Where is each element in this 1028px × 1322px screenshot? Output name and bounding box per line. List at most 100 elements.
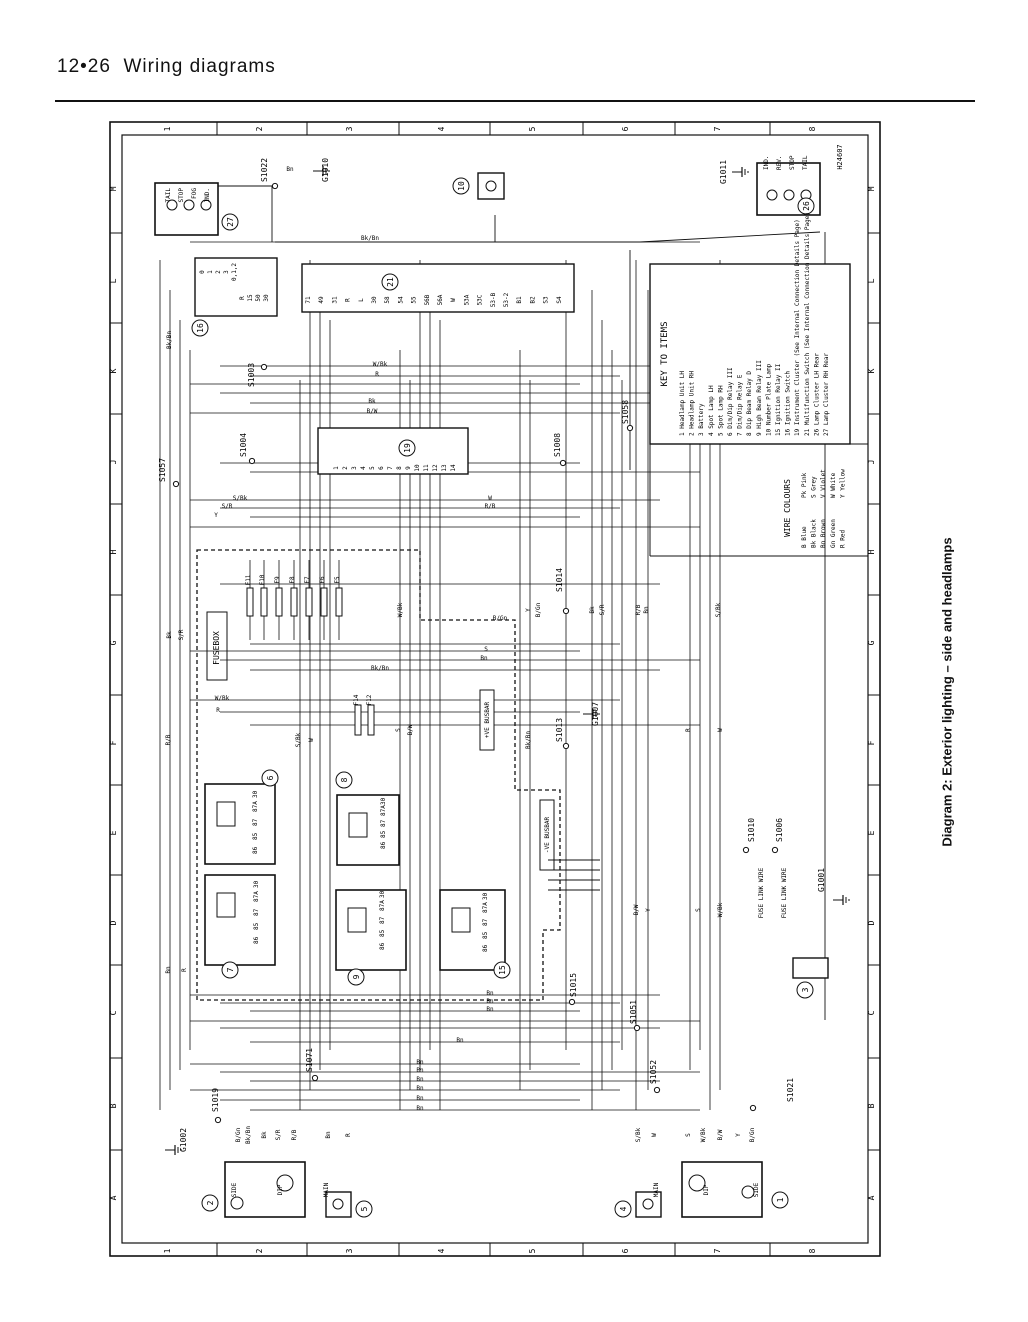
relay-15-pin-86: 86 (482, 944, 489, 952)
splice-label-S1015: S1015 (569, 973, 578, 997)
positive-busbar-label: +VE BUSBAR (484, 702, 491, 739)
wire-colour-tag-v-31: R (345, 1133, 352, 1137)
item-circle-4 (614, 1200, 632, 1218)
wire-colour-left-0: B Blue (801, 526, 808, 548)
wire-colour-tag-v-20: W (717, 728, 724, 732)
mfs-pin-18: S3 (543, 296, 550, 304)
wire-colour-tag-v-15: S/R (599, 604, 606, 615)
grid-col-top-4: 4 (437, 126, 446, 131)
grid-row-left-K: K (109, 368, 118, 373)
wire-colour-tag-v-21: S (695, 908, 702, 912)
negative-busbar-label: -VE BUSBAR (544, 817, 551, 854)
ignition-switch-label-4: 0,1,2 (231, 263, 238, 281)
grid-row-left-D: D (109, 920, 118, 925)
ignition-switch-label-6: 15 (247, 294, 254, 302)
cluster-pin-3: 4 (360, 466, 367, 470)
grid-col-bottom-1: 1 (163, 1248, 172, 1253)
wire-colours-title: WIRE COLOURS (783, 479, 792, 537)
cluster-pin-9: 10 (414, 464, 421, 472)
grid-row-right-L: L (867, 278, 876, 283)
mfs-pin-2: 31 (331, 296, 338, 304)
wire-colour-tag-4: Bk (368, 398, 376, 405)
relay-6-pin-85: 85 (252, 832, 259, 840)
splice-label-S1057: S1057 (158, 458, 167, 482)
wire-colour-tag-bn-4: Bn (416, 1095, 424, 1102)
item-number-4: 4 (619, 1206, 628, 1211)
item-circle-2 (201, 1194, 219, 1212)
grid-col-top-1: 1 (163, 126, 172, 131)
item-circle-6 (261, 769, 279, 787)
relay-6-pin-86: 86 (252, 846, 259, 854)
splice-label-S1071: S1071 (305, 1048, 314, 1072)
grid-row-left-A: A (109, 1195, 118, 1200)
item-circle-15 (493, 961, 511, 979)
wire-colour-tag-v-35: W/Bk (700, 1127, 707, 1142)
wire-colour-tag-2: W/Bk (373, 361, 388, 368)
item-number-1: 1 (776, 1197, 785, 1202)
fuse-label-F12: F12 (366, 694, 373, 705)
ground-label-G1010: G1010 (321, 158, 330, 182)
item-number-5: 5 (360, 1206, 369, 1211)
wire-colour-tag-v-14: Bk (589, 606, 596, 614)
fuse-label-F5: F5 (334, 576, 341, 584)
item-number-27: 27 (226, 217, 235, 227)
relay-15-pin-30: 30 (482, 892, 489, 900)
key-item-15: 27 Lamp Cluster RH Rear (823, 353, 830, 436)
wire-colour-tag-bn-6: Bn (486, 990, 494, 997)
wire-colour-tag-v-30: Bn (325, 1131, 332, 1139)
wire-colour-tag-bn-5: Bn (416, 1105, 424, 1112)
wire-colour-tag-v-32: S/Bk (635, 1127, 642, 1142)
key-item-2: 3 Battery (698, 403, 705, 436)
head-rh-lamp-label-MAIN: MAIN (323, 1182, 330, 1197)
wire-colour-tag-11: B/Gn (493, 615, 508, 622)
relay-6-pin-87A: 87A (252, 801, 259, 812)
ignition-switch-label-3: 3 (223, 270, 230, 274)
wire-colour-tag-v-11: Y (525, 608, 532, 612)
wire-colour-tag-bn-2: Bn (416, 1076, 424, 1083)
cluster-pin-10: 11 (423, 464, 430, 472)
relay-15-pin-87A: 87A (482, 902, 489, 913)
mfs-pin-4: L (358, 298, 365, 302)
splice-label-S1006: S1006 (775, 818, 784, 842)
cluster-pin-12: 13 (441, 464, 448, 472)
key-item-4: 5 Spot Lamp RH (717, 385, 724, 436)
splice-label-S1003: S1003 (247, 363, 256, 387)
wire-colour-tag-v-34: S (685, 1133, 692, 1137)
item-circle-7 (221, 961, 239, 979)
wire-colour-tag-v-33: W (651, 1133, 658, 1137)
wire-colour-tag-v-8: S (395, 728, 402, 732)
ignition-switch-label-1: 1 (207, 270, 214, 274)
mfs-pin-1: 49 (318, 296, 325, 304)
relay-9-pin-87A: 87A (379, 900, 386, 911)
wire-colour-tag-5: B/W (367, 408, 378, 415)
wire-colour-tag-v-16: R/B (635, 604, 642, 615)
rear-rh-lamp-label-FOG: FOG (191, 188, 198, 199)
ground-label-G1011: G1011 (719, 160, 728, 184)
fuse-label-F14: F14 (353, 694, 360, 705)
cluster-pin-7: 8 (396, 466, 403, 470)
key-item-8: 9 High Beam Relay III (756, 360, 763, 436)
wire-colour-tag-9: W (488, 495, 492, 502)
item-circle-19 (398, 439, 416, 457)
wire-colour-right-2: V Violet (820, 469, 827, 498)
item-number-21: 21 (386, 277, 395, 287)
mfs-pin-19: S4 (556, 296, 563, 304)
cluster-pin-6: 7 (387, 466, 394, 470)
wire-colour-tag-v-37: Y (735, 1133, 742, 1137)
grid-row-right-G: G (867, 640, 876, 645)
relay-7-pin-87: 87 (253, 908, 260, 916)
wire-colour-tag-v-7: W (308, 738, 315, 742)
mfs-pin-8: 55 (411, 296, 418, 304)
wire-colour-tag-v-23: B/W (633, 904, 640, 915)
mfs-pin-10: 56A (437, 294, 444, 305)
rear-lh-lamp-label-TAIL: TAIL (802, 155, 809, 170)
mfs-pin-12: 53A (463, 294, 470, 305)
header-rule (55, 100, 975, 102)
wire-colour-tag-13: Bn (480, 655, 488, 662)
splice-label-S1021: S1021 (786, 1078, 795, 1102)
item-circle-9 (347, 968, 365, 986)
cluster-pin-4: 5 (369, 466, 376, 470)
item-number-16: 16 (196, 323, 205, 333)
mfs-pin-16: B1 (516, 296, 523, 304)
